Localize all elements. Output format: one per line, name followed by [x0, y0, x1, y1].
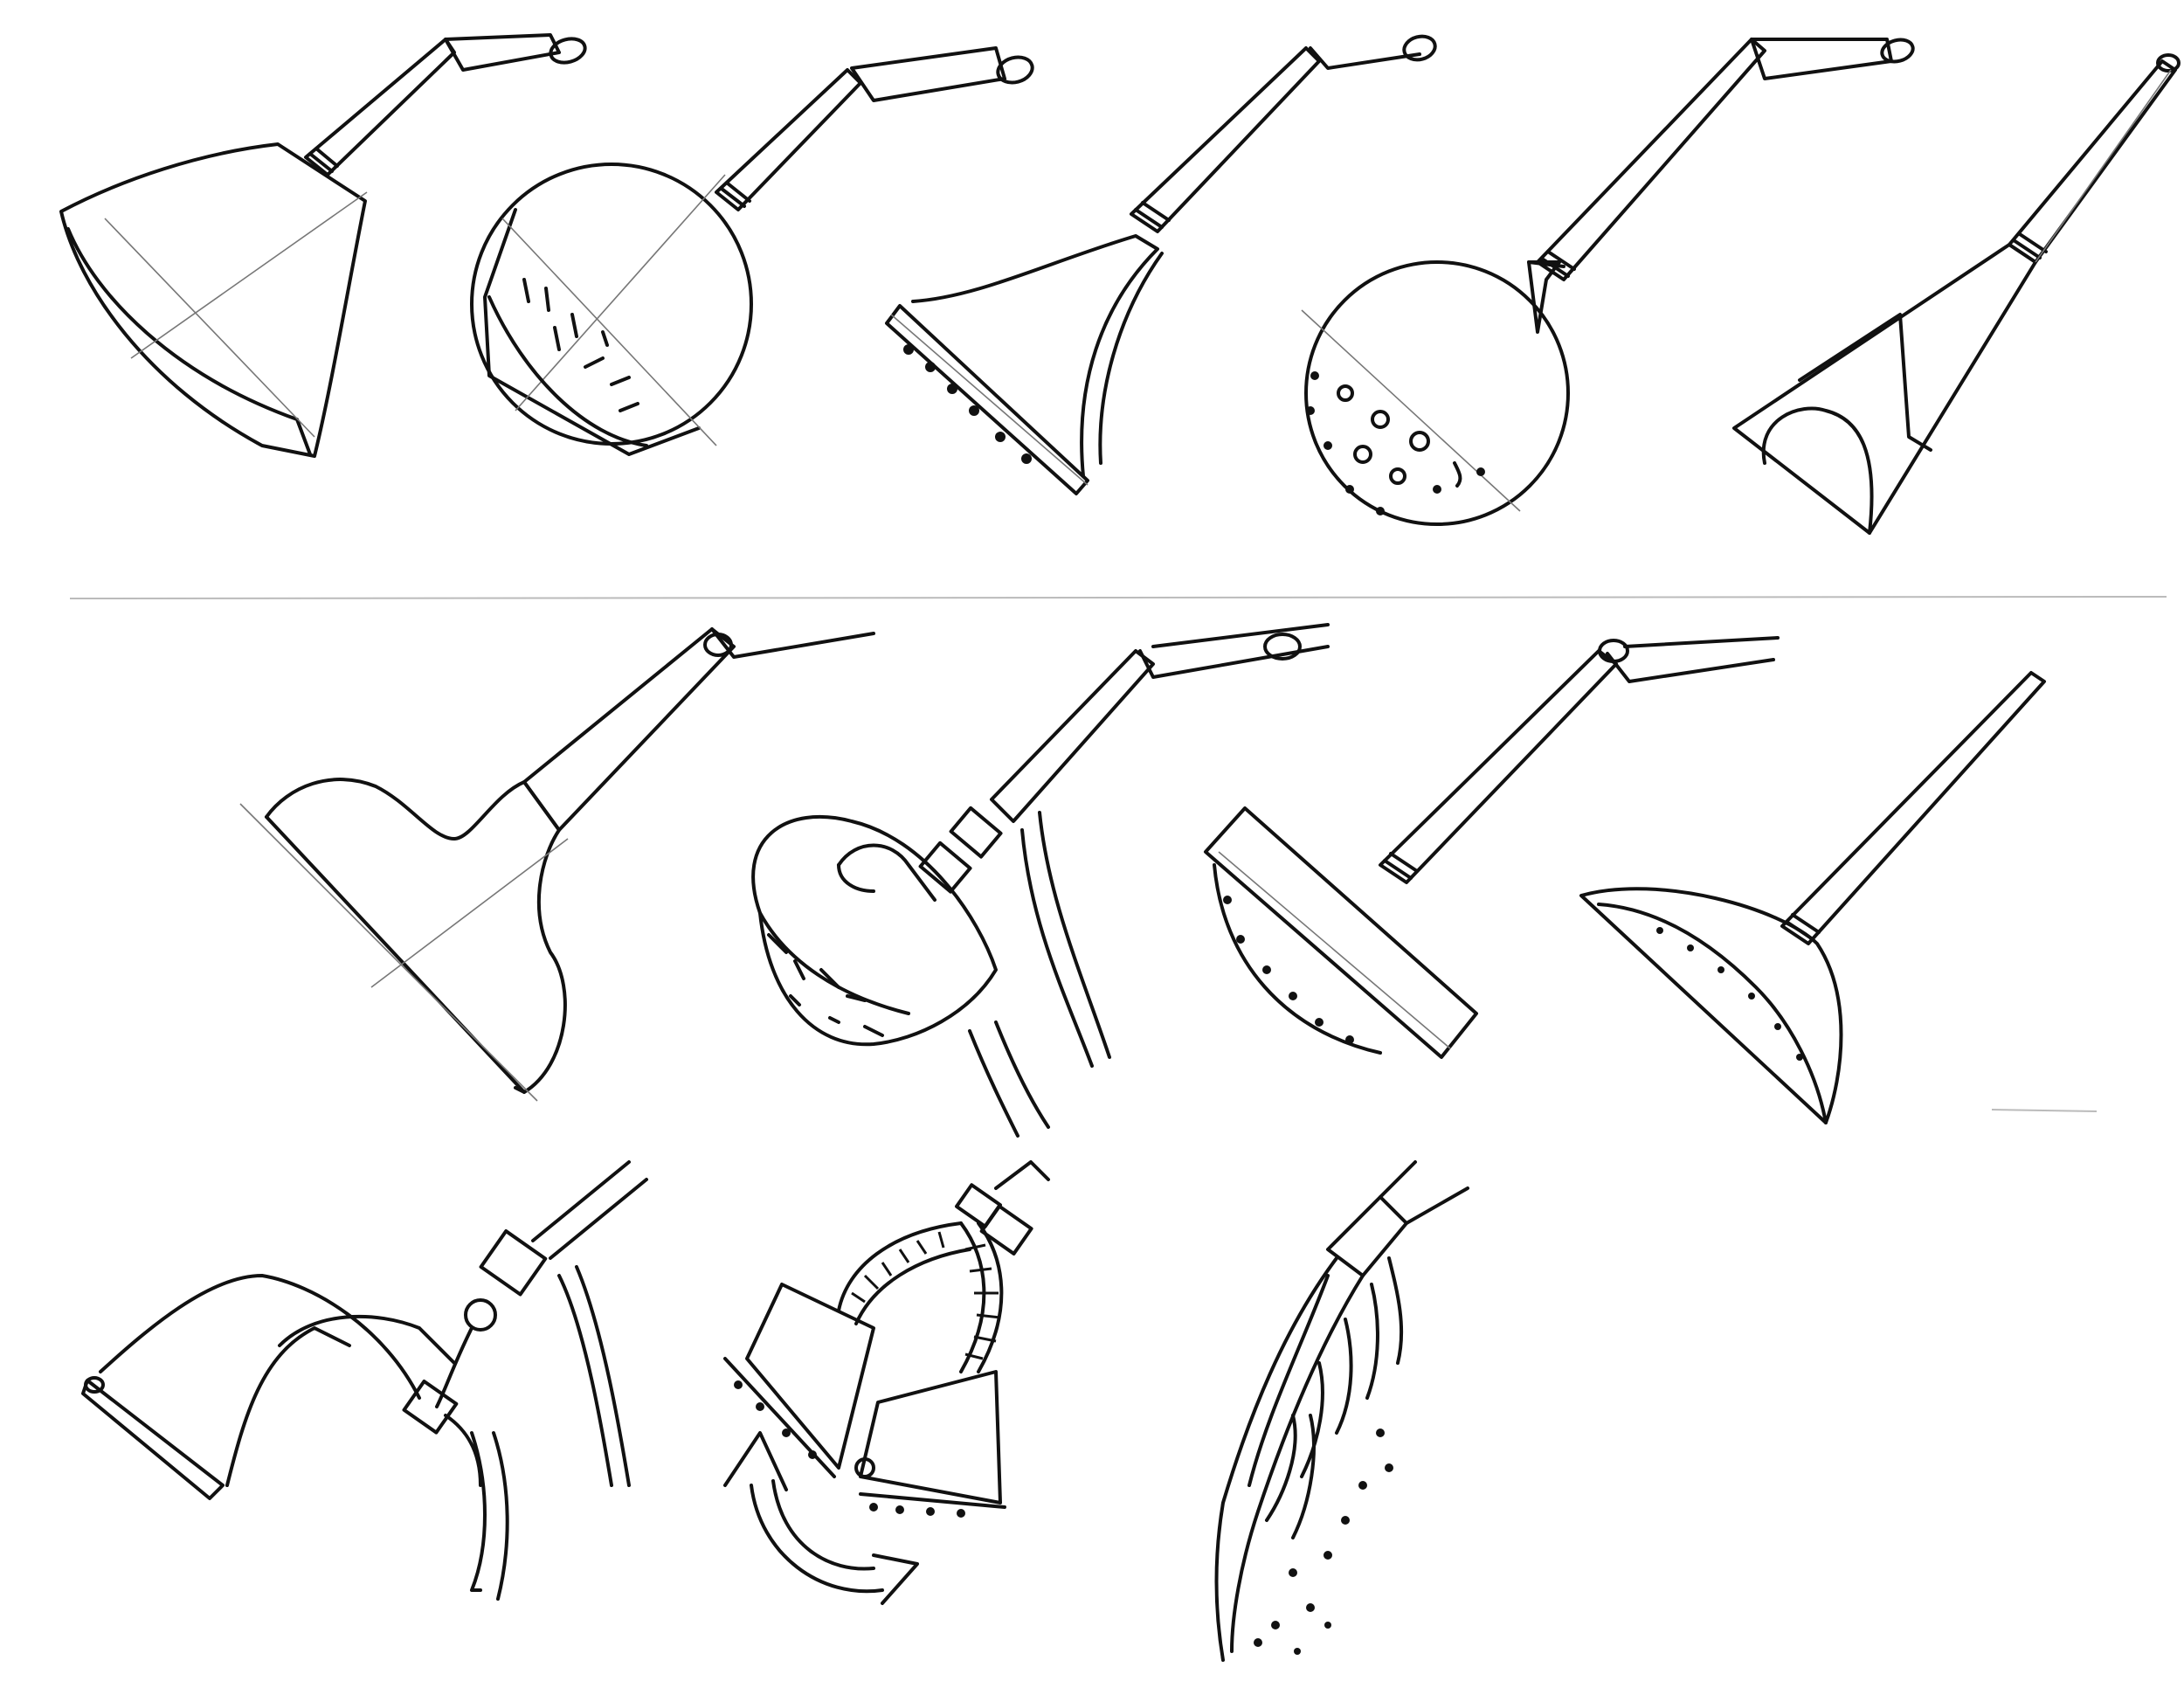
hose-ring-shower-head	[751, 623, 1330, 1138]
feather-spray-shower-head	[1214, 1160, 1469, 1662]
stray-mark	[1991, 1109, 2098, 1112]
round-perforated-shower-head	[1301, 38, 1915, 526]
sphere-shower-head	[470, 46, 1034, 456]
pivot-dual-shower-head	[723, 1160, 1050, 1605]
square-plate-shower-head	[1204, 636, 1780, 1059]
flared-rose-shower-head	[885, 34, 1437, 495]
cone-shower-head	[59, 33, 587, 458]
wedge-shower-head	[1732, 53, 2181, 535]
row-divider	[69, 596, 2167, 599]
scalloped-shower-head	[239, 627, 875, 1102]
bent-arm-shower-head	[81, 1160, 648, 1601]
half-dome-shower-head	[1579, 671, 2046, 1124]
